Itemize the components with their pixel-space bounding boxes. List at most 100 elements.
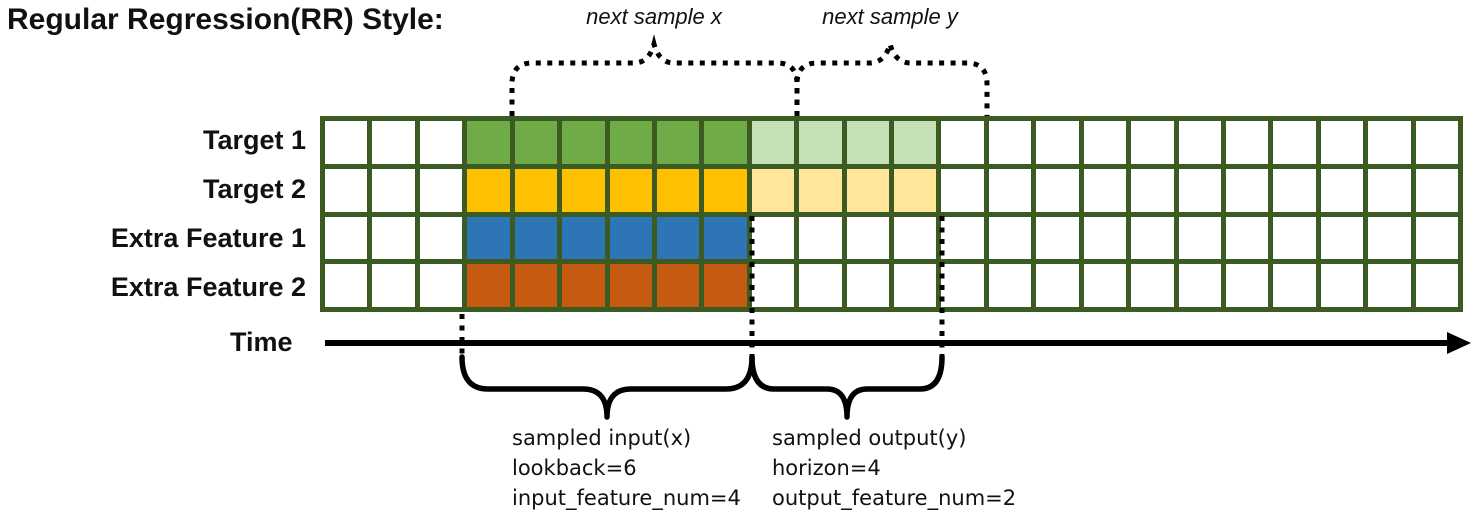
time-axis-arrowhead xyxy=(1447,332,1471,354)
grid-cell xyxy=(1368,121,1411,164)
row-label: Target 1 xyxy=(202,125,306,155)
grid-cell xyxy=(1225,216,1269,260)
grid-cell xyxy=(751,168,795,212)
grid-cell xyxy=(751,264,795,307)
grid-cell xyxy=(799,168,842,212)
grid xyxy=(320,116,1463,312)
grid-cell xyxy=(467,121,510,164)
grid-cell xyxy=(941,264,984,307)
horizon-value: horizon=4 xyxy=(772,456,881,480)
input-feature-num-value: input_feature_num=4 xyxy=(512,486,741,510)
grid-cell xyxy=(656,216,700,260)
grid-cell xyxy=(1178,168,1221,212)
grid-cell xyxy=(1036,216,1079,260)
grid-cell xyxy=(1036,168,1079,212)
grid-cell xyxy=(1083,216,1127,260)
sampled-output-title: sampled output(y) xyxy=(772,426,967,450)
grid-cell xyxy=(704,168,747,212)
grid-cell xyxy=(1320,168,1364,212)
grid-cell xyxy=(1131,168,1174,212)
grid-cell xyxy=(419,168,463,212)
grid-cell xyxy=(562,121,605,164)
grid-cell xyxy=(1415,264,1458,307)
grid-cell xyxy=(1225,168,1269,212)
sampled-input-note: sampled input(x) lookback=6 input_featur… xyxy=(512,423,741,513)
row-label: Target 2 xyxy=(202,174,306,204)
next-sample-x-label: next sample x xyxy=(586,4,722,29)
grid-cell xyxy=(514,121,558,164)
grid-cell xyxy=(846,264,889,307)
grid-cell xyxy=(419,121,463,164)
grid-cell xyxy=(1083,264,1127,307)
grid-cell xyxy=(704,121,747,164)
grid-cell xyxy=(1368,264,1411,307)
grid-cell xyxy=(751,121,795,164)
grid-cell xyxy=(988,216,1032,260)
grid-cell xyxy=(1320,121,1364,164)
grid-cell xyxy=(1273,264,1316,307)
grid-cell xyxy=(1320,216,1364,260)
diagram-title: Regular Regression(RR) Style: xyxy=(7,3,444,36)
grid-cell xyxy=(799,216,842,260)
grid-cell xyxy=(704,216,747,260)
grid-cell xyxy=(325,121,368,164)
grid-cell xyxy=(1178,264,1221,307)
grid-cell xyxy=(894,121,937,164)
grid-cell xyxy=(894,168,937,212)
grid-cell xyxy=(751,216,795,260)
grid-cell xyxy=(467,216,510,260)
next-sample-y-label: next sample y xyxy=(822,4,958,29)
grid-cell xyxy=(1131,216,1174,260)
grid-cell xyxy=(419,264,463,307)
lookback-value: lookback=6 xyxy=(512,456,637,480)
grid-cell xyxy=(846,121,889,164)
grid-cell xyxy=(1178,216,1221,260)
grid-cell xyxy=(1131,121,1174,164)
grid-cell xyxy=(325,168,368,212)
grid-cell xyxy=(609,216,652,260)
grid-cell xyxy=(609,264,652,307)
grid-cell xyxy=(799,121,842,164)
grid-cell xyxy=(1178,121,1221,164)
grid-cell xyxy=(467,168,510,212)
grid-cell xyxy=(704,264,747,307)
output-feature-num-value: output_feature_num=2 xyxy=(772,486,1017,510)
grid-cell xyxy=(1415,216,1458,260)
grid-cell xyxy=(562,168,605,212)
grid-cell xyxy=(1083,121,1127,164)
grid-cell xyxy=(988,121,1032,164)
sampled-input-title: sampled input(x) xyxy=(512,426,692,450)
grid-cell xyxy=(656,264,700,307)
grid-cell xyxy=(1368,168,1411,212)
grid-cell xyxy=(941,121,984,164)
grid-cell xyxy=(1368,216,1411,260)
grid-cell xyxy=(372,264,415,307)
next-sample-y-brace xyxy=(794,34,990,116)
grid-cell xyxy=(1225,264,1269,307)
grid-cell xyxy=(1036,121,1079,164)
grid-cell xyxy=(372,168,415,212)
next-sample-x-brace xyxy=(509,34,800,116)
row-label: Extra Feature 1 xyxy=(110,223,306,253)
grid-cell xyxy=(514,264,558,307)
grid-cell xyxy=(419,216,463,260)
grid-cell xyxy=(609,168,652,212)
grid-cell xyxy=(467,264,510,307)
grid-cell xyxy=(1320,264,1364,307)
grid-cell xyxy=(988,168,1032,212)
grid-cell xyxy=(656,168,700,212)
grid-cell xyxy=(941,168,984,212)
grid-cell xyxy=(1225,121,1269,164)
grid-cell xyxy=(988,264,1032,307)
grid-cell xyxy=(562,264,605,307)
grid-cell xyxy=(1036,264,1079,307)
sampled-input-brace xyxy=(459,354,755,420)
grid-cell xyxy=(514,168,558,212)
grid-cell xyxy=(372,216,415,260)
grid-cell xyxy=(562,216,605,260)
grid-cell xyxy=(514,216,558,260)
grid-cell xyxy=(894,264,937,307)
grid-cell xyxy=(1273,168,1316,212)
grid-cell xyxy=(1273,216,1316,260)
